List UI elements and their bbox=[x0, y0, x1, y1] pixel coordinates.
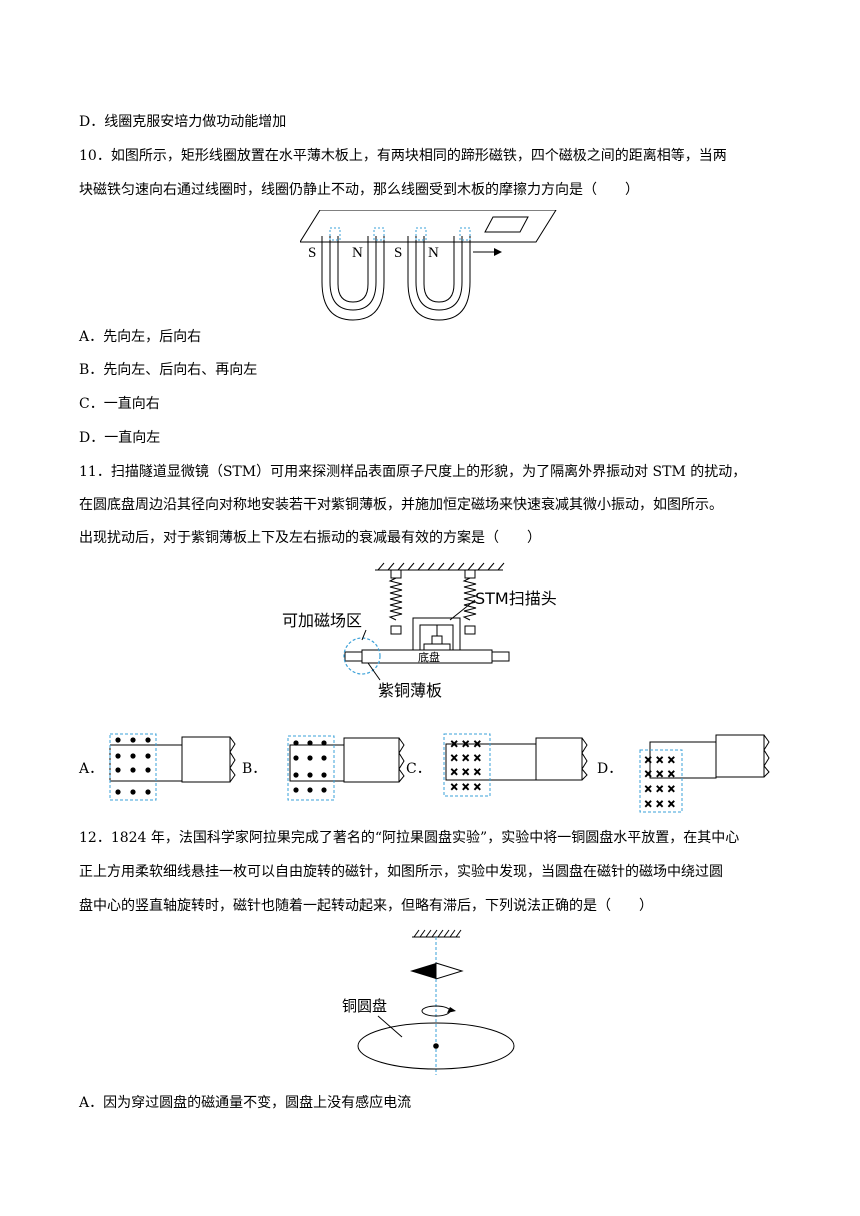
svg-text:× × ×: × × × bbox=[450, 767, 482, 778]
question-12-text-line3: 盘中心的竖直轴旋转时，磁针也随着一起转动起来，但略有滞后，下列说法正确的是（ ） bbox=[79, 898, 653, 914]
option-11-a-figure bbox=[106, 730, 246, 802]
option-11-d-figure: × × × × × × × × × × × × bbox=[636, 730, 776, 814]
label-magnetic-zone: 可加磁场区 bbox=[282, 611, 362, 630]
question-12-text-line2: 正上方用柔软细线悬挂一枚可以自由旋转的磁针，如图所示，实验中发现，当圆盘在磁针的… bbox=[79, 864, 723, 880]
option-11-b-label: B． bbox=[242, 761, 267, 777]
pole-label-2: N bbox=[352, 245, 363, 261]
option-10-c: C．一直向右 bbox=[79, 396, 160, 412]
option-10-b: B．先向左、后向右、再向左 bbox=[79, 362, 258, 378]
svg-text:× × ×: × × × bbox=[450, 739, 482, 750]
question-12-text-line1: 12．1824 年，法国科学家阿拉果完成了著名的“阿拉果圆盘实验”，实验中将一铜… bbox=[79, 830, 740, 846]
pole-label-4: N bbox=[428, 245, 439, 261]
question-11-text-line3: 出现扰动后，对于紫铜薄板上下及左右振动的衰减最有效的方案是（ ） bbox=[79, 530, 541, 546]
svg-text:× × ×: × × × bbox=[644, 799, 676, 810]
label-base: 底盘 bbox=[418, 650, 440, 664]
option-11-c-label: C． bbox=[406, 761, 431, 777]
figure-12-arago-disc: 铜圆盘 bbox=[340, 925, 530, 1085]
label-stm-head: STM扫描头 bbox=[475, 589, 557, 608]
svg-text:× × ×: × × × bbox=[644, 784, 676, 795]
figure-11-stm: STM扫描头 可加磁场区 底盘 紫铜薄板 bbox=[270, 560, 590, 710]
question-10-text-line2: 块磁铁匀速向右通过线圈时，线圈仍静止不动，那么线圈受到木板的摩擦力方向是（ ） bbox=[79, 182, 639, 198]
figure-10-magnets: S N S N bbox=[300, 210, 570, 335]
question-11-text-line1: 11．扫描隧道显微镜（STM）可用来探测样品表面原子尺度上的形貌，为了隔离外界振… bbox=[79, 464, 747, 480]
svg-text:× × ×: × × × bbox=[644, 769, 676, 780]
option-11-c-figure: × × × × × × × × × × × × bbox=[442, 730, 592, 798]
svg-text:× × ×: × × × bbox=[450, 753, 482, 764]
svg-text:× × ×: × × × bbox=[450, 782, 482, 793]
label-copper-disc: 铜圆盘 bbox=[342, 997, 387, 1015]
label-copper-plate: 紫铜薄板 bbox=[378, 681, 442, 700]
option-11-a-label: A． bbox=[79, 761, 104, 777]
question-11-text-line2: 在圆底盘周边沿其径向对称地安装若干对紫铜薄板，并施加恒定磁场来快速衰减其微小振动… bbox=[79, 497, 723, 513]
question-10-text-line1: 10．如图所示，矩形线圈放置在水平薄木板上，有两块相同的蹄形磁铁，四个磁极之间的… bbox=[79, 148, 727, 164]
pole-label-3: S bbox=[394, 245, 402, 261]
option-10-a: A．先向左，后向右 bbox=[79, 329, 202, 345]
option-11-b-figure bbox=[286, 730, 416, 802]
pole-label-1: S bbox=[308, 245, 316, 261]
option-11-d-label: D． bbox=[597, 761, 623, 777]
option-9-d: D．线圈克服安培力做功动能增加 bbox=[79, 114, 287, 130]
svg-text:× × ×: × × × bbox=[644, 755, 676, 766]
option-10-d: D．一直向左 bbox=[79, 430, 161, 446]
option-12-a: A．因为穿过圆盘的磁通量不变，圆盘上没有感应电流 bbox=[79, 1095, 412, 1111]
